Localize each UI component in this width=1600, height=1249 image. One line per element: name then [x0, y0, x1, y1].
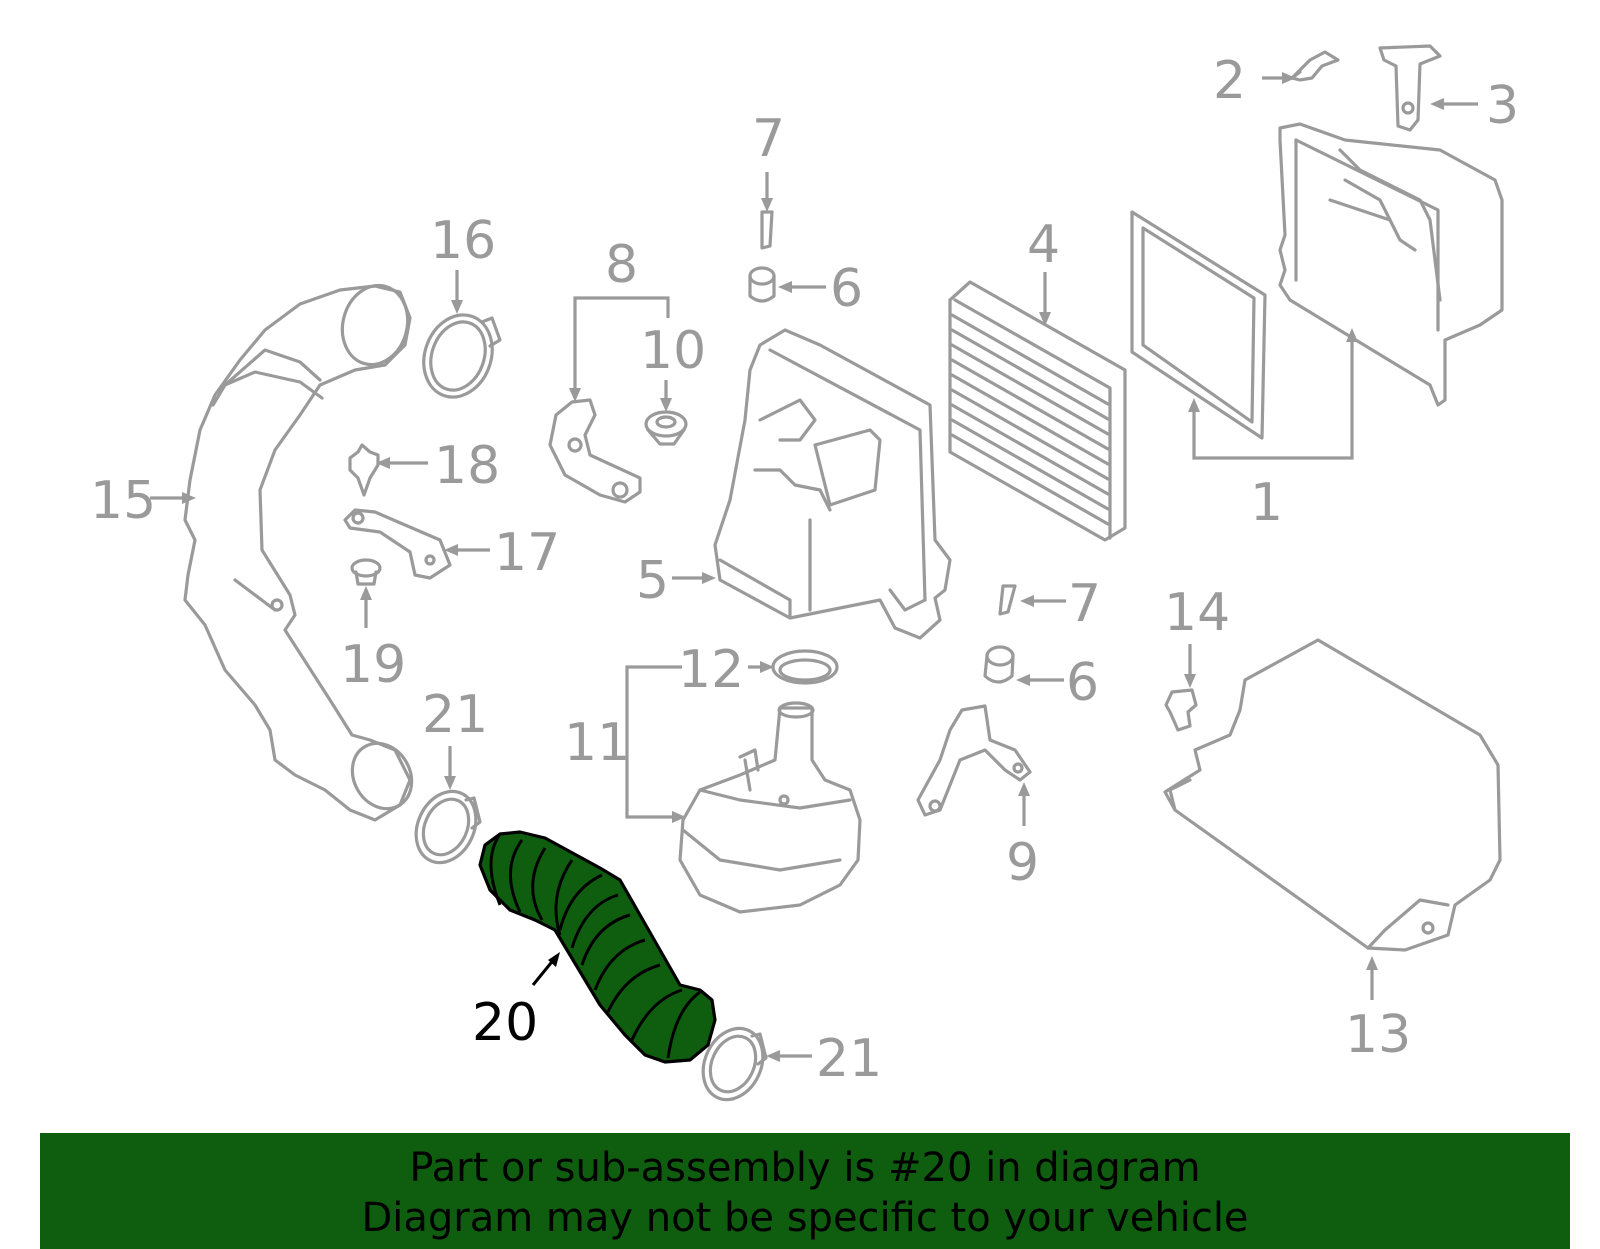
leader-lines — [150, 72, 1478, 1062]
callout-9: 9 — [1006, 833, 1039, 893]
part-19-push-clip — [350, 558, 382, 586]
callout-21-upper: 21 — [422, 685, 488, 745]
callout-4: 4 — [1027, 215, 1060, 275]
callout-6-mid: 6 — [1066, 653, 1099, 713]
callout-15: 15 — [90, 471, 156, 531]
parts-diagram: 2 3 1 4 7 6 8 10 16 15 18 17 19 5 12 11 … — [90, 44, 1519, 1102]
callout-3: 3 — [1486, 76, 1519, 136]
callout-5: 5 — [636, 551, 669, 611]
callout-2: 2 — [1213, 51, 1246, 111]
part-1-airbox-cover — [1278, 122, 1504, 407]
callout-19: 19 — [340, 635, 406, 695]
callout-21-lower: 21 — [816, 1029, 882, 1089]
part-12-clamp — [771, 649, 839, 685]
part-16-clamp — [422, 313, 502, 399]
callout-14: 14 — [1164, 583, 1230, 643]
callout-16: 16 — [430, 211, 496, 271]
callout-6-top: 6 — [830, 259, 863, 319]
callout-11: 11 — [564, 713, 630, 773]
callout-12: 12 — [678, 640, 744, 700]
part-4-air-filter — [948, 280, 1127, 542]
part-2-bracket — [1290, 50, 1340, 82]
part-20-hose-highlighted[interactable] — [478, 830, 717, 1064]
banner-line-1: Part or sub-assembly is #20 in diagram — [409, 1145, 1201, 1191]
callout-7-top: 7 — [752, 109, 785, 169]
part-5-airbox-case — [713, 328, 952, 640]
callout-labels: 2 3 1 4 7 6 8 10 16 15 18 17 19 5 12 11 … — [90, 51, 1519, 1089]
part-21-clamp-lower — [701, 1026, 768, 1102]
part-11-resonator — [678, 701, 862, 914]
callout-1: 1 — [1250, 473, 1283, 533]
part-8-bracket — [548, 398, 642, 504]
part-1-filter-frame — [1130, 210, 1267, 440]
callout-20: 20 — [472, 993, 538, 1053]
callout-7-mid: 7 — [1068, 574, 1101, 634]
callout-8: 8 — [605, 235, 638, 295]
part-21-clamp-upper — [414, 789, 482, 865]
banner-line-2: Diagram may not be specific to your vehi… — [361, 1195, 1249, 1241]
callout-17: 17 — [494, 523, 560, 583]
part-17-bracket — [343, 508, 452, 580]
part-9-bracket — [916, 704, 1032, 817]
callout-10: 10 — [640, 321, 706, 381]
part-13-under-cover — [1163, 638, 1502, 952]
part-7-pin-mid — [998, 584, 1017, 616]
part-6-mount-top — [748, 266, 776, 303]
part-14-clip — [1164, 688, 1198, 732]
part-15-intake-duct — [183, 283, 414, 822]
callout-18: 18 — [434, 436, 500, 496]
callout-13: 13 — [1345, 1005, 1411, 1065]
part-3-sensor — [1378, 44, 1442, 132]
part-7-pin-top — [760, 210, 774, 250]
part-10-grommet — [644, 410, 688, 446]
part-6-mount-mid — [983, 645, 1015, 684]
info-banner: Part or sub-assembly is #20 in diagram D… — [40, 1133, 1570, 1249]
part-18-clip — [348, 443, 380, 497]
